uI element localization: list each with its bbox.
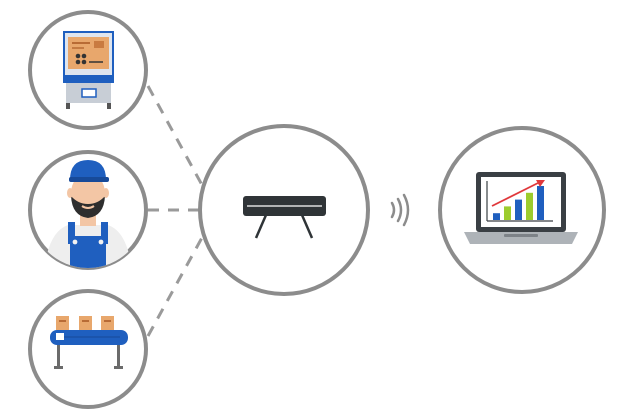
laptop-node <box>438 126 606 294</box>
laptop-bar-3 <box>515 199 522 220</box>
trend-arrow <box>491 181 541 207</box>
link-conveyor-sensor <box>146 233 206 337</box>
conveyor-belt-icon <box>50 316 128 369</box>
laptop-chart-icon <box>464 172 578 244</box>
trend-arrowhead <box>536 180 545 187</box>
link-packing-station-sensor <box>146 85 204 186</box>
laptop-bar-2 <box>504 206 511 220</box>
worker-icon <box>44 160 132 268</box>
sensor-device-icon <box>243 196 326 239</box>
laptop-bar-5 <box>537 186 544 220</box>
worker-node <box>28 150 148 270</box>
laptop-bar-chart <box>493 186 544 220</box>
laptop-bar-4 <box>526 192 533 220</box>
laptop-bar-1 <box>493 213 500 220</box>
connector-lines <box>146 85 206 337</box>
packing-station-node <box>28 10 148 130</box>
sensor-node <box>198 124 370 296</box>
packing-station-icon <box>63 31 114 109</box>
wireless-signal-icon <box>390 193 410 227</box>
conveyor-node <box>28 289 148 409</box>
